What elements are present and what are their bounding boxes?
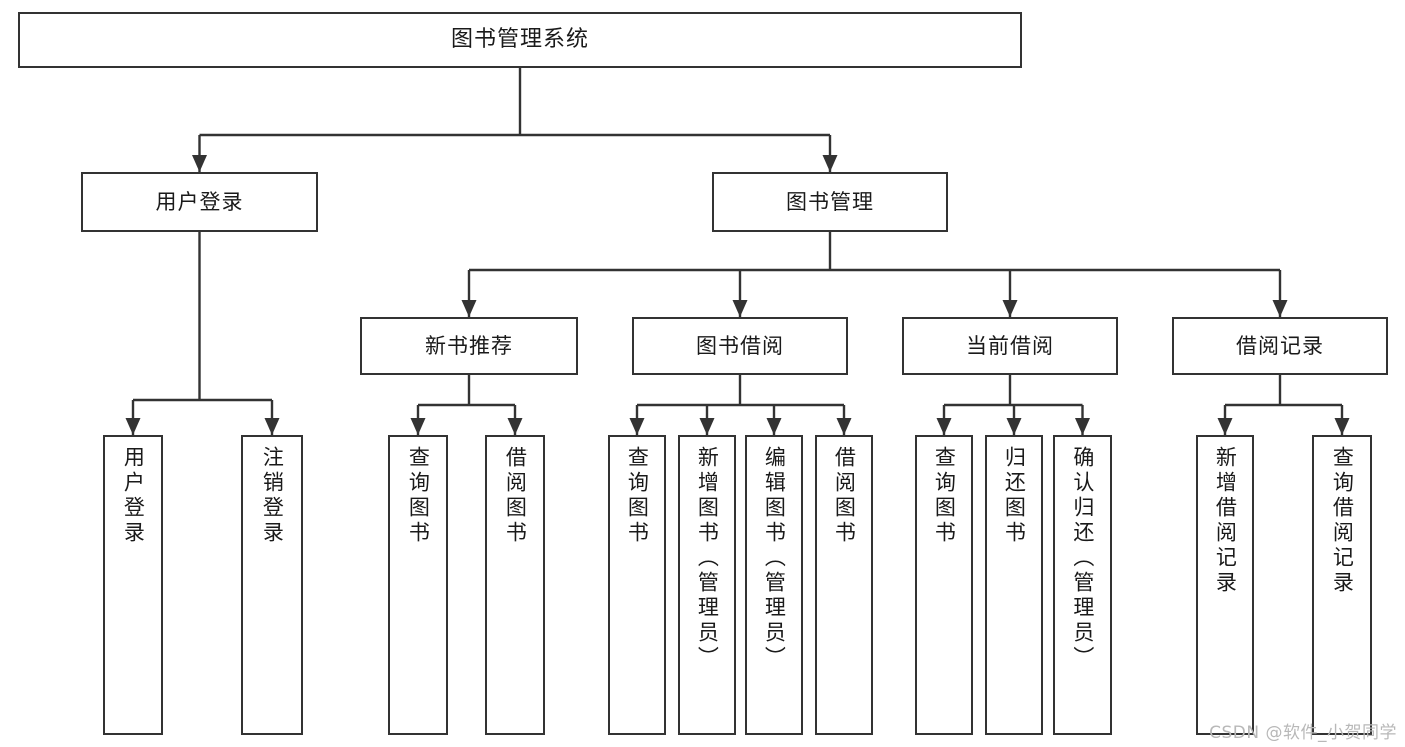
arrowhead-leaf6 (699, 418, 715, 435)
arrowhead-leaf4 (507, 418, 523, 435)
node-leaf7[interactable]: 编辑图书（管理员） (745, 435, 803, 735)
arrowhead-leaf5 (629, 418, 645, 435)
node-borrow[interactable]: 图书借阅 (632, 317, 848, 375)
node-leaf3[interactable]: 查询图书 (388, 435, 448, 735)
node-label: 新增借阅记录 (1213, 446, 1238, 596)
node-label: 新书推荐 (425, 333, 513, 358)
node-label: 查询图书 (406, 446, 431, 546)
node-newbook[interactable]: 新书推荐 (360, 317, 578, 375)
node-label: 查询图书 (932, 446, 957, 546)
node-label: 确认归还（管理员） (1070, 446, 1095, 671)
node-current[interactable]: 当前借阅 (902, 317, 1118, 375)
arrowhead-borrow (732, 300, 748, 317)
arrowhead-login (192, 155, 207, 172)
node-leaf8[interactable]: 借阅图书 (815, 435, 873, 735)
arrowhead-leaf9 (936, 418, 952, 435)
node-label: 图书管理系统 (450, 27, 589, 53)
arrowhead-bookmgmt (822, 155, 838, 172)
node-label: 借阅记录 (1236, 333, 1324, 358)
arrowhead-newbook (461, 300, 477, 317)
node-label: 当前借阅 (966, 333, 1054, 358)
node-leaf6[interactable]: 新增图书（管理员） (678, 435, 736, 735)
node-login[interactable]: 用户登录 (81, 172, 318, 232)
node-leaf9[interactable]: 查询图书 (915, 435, 973, 735)
node-leaf2[interactable]: 注销登录 (241, 435, 303, 735)
arrowhead-leaf8 (836, 418, 852, 435)
node-leaf5[interactable]: 查询图书 (608, 435, 666, 735)
node-label: 查询图书 (625, 446, 650, 546)
node-label: 借阅图书 (832, 446, 857, 546)
arrowhead-leaf11 (1075, 418, 1090, 435)
arrowhead-leaf10 (1006, 418, 1022, 435)
arrowhead-leaf13 (1334, 418, 1350, 435)
node-root[interactable]: 图书管理系统 (18, 12, 1022, 68)
node-label: 用户登录 (155, 189, 244, 214)
arrowhead-leaf2 (264, 418, 280, 435)
arrowhead-records (1272, 300, 1288, 317)
arrowhead-leaf12 (1217, 418, 1233, 435)
node-leaf12[interactable]: 新增借阅记录 (1196, 435, 1254, 735)
node-label: 用户登录 (121, 446, 146, 546)
node-leaf10[interactable]: 归还图书 (985, 435, 1043, 735)
node-leaf13[interactable]: 查询借阅记录 (1312, 435, 1372, 735)
arrowhead-leaf3 (410, 418, 426, 435)
node-leaf1[interactable]: 用户登录 (103, 435, 163, 735)
node-label: 新增图书（管理员） (695, 446, 720, 671)
watermark: CSDN @软件_小贺同学 (1209, 723, 1397, 743)
node-label: 归还图书 (1002, 446, 1027, 546)
node-label: 图书借阅 (696, 333, 784, 358)
node-label: 借阅图书 (503, 446, 528, 546)
node-records[interactable]: 借阅记录 (1172, 317, 1388, 375)
node-leaf11[interactable]: 确认归还（管理员） (1053, 435, 1112, 735)
node-label: 注销登录 (260, 446, 285, 546)
node-bookmgmt[interactable]: 图书管理 (712, 172, 948, 232)
node-label: 查询借阅记录 (1330, 446, 1355, 596)
node-label: 图书管理 (786, 189, 874, 214)
arrowhead-leaf7 (766, 418, 782, 435)
arrowhead-current (1002, 300, 1018, 317)
node-leaf4[interactable]: 借阅图书 (485, 435, 545, 735)
arrowhead-leaf1 (125, 418, 141, 435)
node-label: 编辑图书（管理员） (762, 446, 787, 671)
